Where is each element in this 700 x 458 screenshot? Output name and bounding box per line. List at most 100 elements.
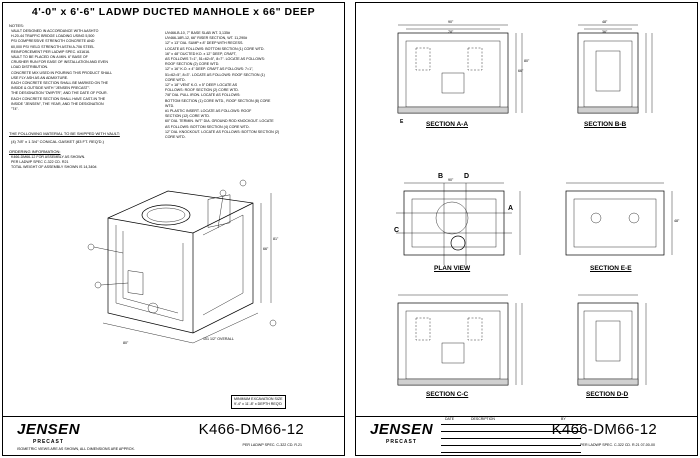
plan-mark-e: E: [400, 119, 404, 125]
dim-inner-a: 78": [448, 30, 454, 34]
ordering-line: PER LADWP SPEC C-322 CD. R21: [11, 160, 69, 165]
jensen-logo-right: JENSEN: [370, 421, 434, 438]
ordering-info: K466-DM66-12 FOR ASSEMBLY AS SHOWN.PER L…: [11, 155, 97, 171]
dim-plan-w: 90": [448, 178, 454, 182]
item-list: UV466-B-10, 7" BASE SLAB WT. 3,135#UV466…: [165, 31, 279, 140]
note-line: "T4".: [11, 107, 19, 112]
plan-mark-c: C: [394, 227, 400, 234]
ordering-line: TOTAL WEIGHT OF ASSEMBLY SHOWN IS 14,340…: [11, 165, 98, 170]
item-line: 12" x 16" K.O. x 4" DEEP. CRAFT AS FOLLO…: [165, 67, 254, 72]
item-line: 16" x 48" DUCTED KO. x 12" DEEP, CRAFT,: [165, 51, 237, 56]
ordering-heading: ORDERING INFORMATION:: [9, 149, 61, 154]
plan-mark-d: D: [464, 173, 470, 180]
section-e-e-drawing: [565, 182, 673, 256]
ordering-line: K466-DM66-12 FOR ASSEMBLY AS SHOWN.: [11, 155, 86, 159]
section-c-c-drawing: [397, 294, 523, 386]
plan-view-drawing: [396, 182, 521, 265]
item-line: FOLLOWS: ROOF SECTION (2) CORE WTD.: [165, 88, 239, 93]
note-line: EACH CONCRETE SECTION SHALL HAVE CAST-IN…: [11, 96, 106, 101]
drawing-number-right: K466-DM66-12: [551, 421, 657, 438]
rev-col-by: BY: [561, 417, 566, 421]
shipping-heading: THE FOLLOWING MATERIAL TO BE SHIPPED WIT…: [9, 131, 120, 136]
item-line: #1 PLASTIC INSERT. LOCATE AS FOLLOWS: RO…: [165, 109, 252, 114]
note-line: USE FLY ASH AS AN ADMIXTURE.: [11, 75, 69, 80]
item-line: 12" DIA. KNOCKOUT. LOCATE AS FOLLOWS: BO…: [165, 129, 280, 134]
section-label-d-d: SECTION D-D: [586, 391, 629, 398]
note-line: INSIDE "JENSEN", THE YEAR, AND THE DESIG…: [11, 101, 104, 106]
revision-row: [441, 424, 581, 432]
item-line: UV466-18R-12, 66" RISER SECTION, WT. 11,…: [165, 36, 248, 41]
item-line: AS FOLLOWS 7=1", 51=62=5", 8=7". LOCATE …: [165, 57, 265, 62]
section-views: [396, 24, 673, 386]
drawing-number: K466-DM66-12: [198, 421, 304, 438]
item-line: SECTION (12) CORE WTD.: [165, 114, 210, 119]
item-line: UV466-B-10, 7" BASE SLAB WT. 3,135#: [165, 31, 230, 35]
left-title-block: JENSEN PRECAST ISOMETRIC VIEWS ARE AS SH…: [3, 416, 344, 455]
revision-row: [441, 438, 581, 446]
notes-list: VAULT DESIGNED IN ACCORDANCE WITH AASHTO…: [11, 29, 112, 112]
iso-dim-overall: 101 1/2" OVERALL: [203, 337, 234, 341]
note-line: CONCRETE MIX USED IN POURING THIS PRODUC…: [11, 70, 113, 75]
item-line: 60" DIA. TERMIN. W/7" DIA. GROUND ROD KN…: [165, 119, 274, 124]
dim-right-b: 80": [524, 59, 530, 63]
iso-dim-width: 80": [123, 341, 129, 345]
excavation-callout: MINIMUM EXCAVATION SIZE 9'-4" x 11'-8" x…: [231, 395, 286, 410]
section-label-e-e: SECTION E-E: [590, 265, 632, 272]
revision-header-row: DATE DESCRIPTION BY: [441, 417, 581, 425]
left-sheet-title: 4'-0" x 6'-6" LADWP DUCTED MANHOLE x 66"…: [31, 6, 316, 18]
note-line: VAULT TO BE PLACED ON A MIN. 6" BASE OF: [11, 55, 88, 60]
note-line: 60,000 PSI YIELD STRENGTH ASTM A-706 STE…: [11, 44, 95, 49]
item-line: 51=62=5", 8=3". LOCATE AS FOLLOWS: ROOF …: [165, 72, 265, 77]
precast-logo-text-right: PRECAST: [386, 439, 417, 445]
note-line: CRUSHER RUN FOR EASE OF INSTALLATION AND…: [11, 60, 108, 65]
shipping-item: (4) 7/8" x 1 3/4" CONICAL GASKET (83 FT.…: [11, 139, 104, 144]
iso-dim-height-a: 66": [263, 247, 269, 251]
drawing-spec: PER LADWP SPEC. C-322 CD. R.21: [242, 443, 302, 447]
item-line: 7/8" DIA. PULL IRON. LOCATE AS FOLLOWS:: [165, 93, 241, 98]
note-line: H-20-44 TRAFFIC BRIDGE LOADING USING 5,5…: [11, 34, 95, 39]
section-b-b-drawing: [577, 24, 653, 114]
dim-top-a: 90": [448, 20, 454, 24]
revision-row: [441, 431, 581, 439]
item-line: BOTTOM SECTION (1) CORE WTD., ROOF SECTI…: [165, 98, 271, 103]
plan-mark-b: B: [438, 173, 444, 180]
item-line: 12" x 18" VENT K.O. x 5" DEEP. LOCATE AS: [165, 83, 238, 88]
item-line: AS FOLLOWS: BOTTOM SECTION (4) CORE WTD.: [165, 124, 250, 129]
dim-inner-b: 36": [602, 30, 608, 34]
item-line: LOCATE AS FOLLOWS: BOTTOM SECTION (1) CO…: [165, 46, 265, 51]
note-line: REINFORCEMENT PER LADWP SPEC. #31616.: [11, 49, 91, 54]
callout-line-2: 9'-4" x 11'-8" x DEPTH REQ'D: [234, 402, 282, 407]
dim-right-a: 66": [518, 69, 524, 73]
dim-top-b: 48": [602, 20, 608, 24]
left-drawing-sheet: 4'-0" x 6'-6" LADWP DUCTED MANHOLE x 66"…: [2, 2, 345, 456]
rev-col-description: DESCRIPTION: [471, 417, 495, 421]
footer-note: ISOMETRIC VIEWS ARE AS SHOWN, ALL DIMENS…: [17, 447, 135, 451]
note-line: THE DESIGNATION "DWP/TR", AND THE DATE O…: [11, 91, 108, 96]
rev-col-date: DATE: [445, 417, 455, 421]
note-line: PSI COMPRESSIVE STRENGTH CONCRETE AND: [11, 39, 95, 44]
revision-table: DATE DESCRIPTION BY: [441, 417, 581, 455]
jensen-logo: JENSEN: [17, 421, 81, 438]
right-title-block: JENSEN PRECAST DATE DESCRIPTION BY K466-…: [356, 416, 697, 455]
section-label-a-a: SECTION A-A: [426, 121, 469, 128]
note-line: EACH CONCRETE SECTION SHALL BE MARKED ON…: [11, 81, 109, 86]
note-line: INSIDE & OUTSIDE WITH "JENSEN PRECAST".: [11, 86, 91, 91]
item-line: CORE WTD.: [165, 135, 186, 140]
section-a-a-drawing: [397, 24, 523, 114]
note-line: VAULT DESIGNED IN ACCORDANCE WITH AASHTO: [11, 29, 99, 33]
precast-logo-text: PRECAST: [33, 439, 64, 445]
plan-mark-a: A: [508, 205, 514, 212]
section-d-d-drawing: [577, 294, 647, 386]
drawing-spec-right: PER LADWP SPEC. C-322 CD. R.21 07-00-00: [580, 443, 655, 447]
section-label-c-c: SECTION C-C: [426, 391, 469, 398]
isometric-view: [87, 179, 277, 344]
item-line: WTD.: [165, 103, 175, 108]
revision-row: [441, 445, 581, 453]
item-line: CORE WTD.: [165, 77, 186, 82]
right-drawing-sheet: SECTION A-A SECTION B-B PLAN VIEW SECTIO…: [355, 2, 698, 456]
callout-line-1: MINIMUM EXCAVATION SIZE: [234, 397, 283, 401]
section-label-b-b: SECTION B-B: [584, 121, 627, 128]
dim-plan-h: 48": [674, 219, 680, 223]
notes-heading: NOTES:: [9, 23, 24, 28]
item-line: ROOF SECTION (2) CORE WTD.: [165, 62, 220, 67]
